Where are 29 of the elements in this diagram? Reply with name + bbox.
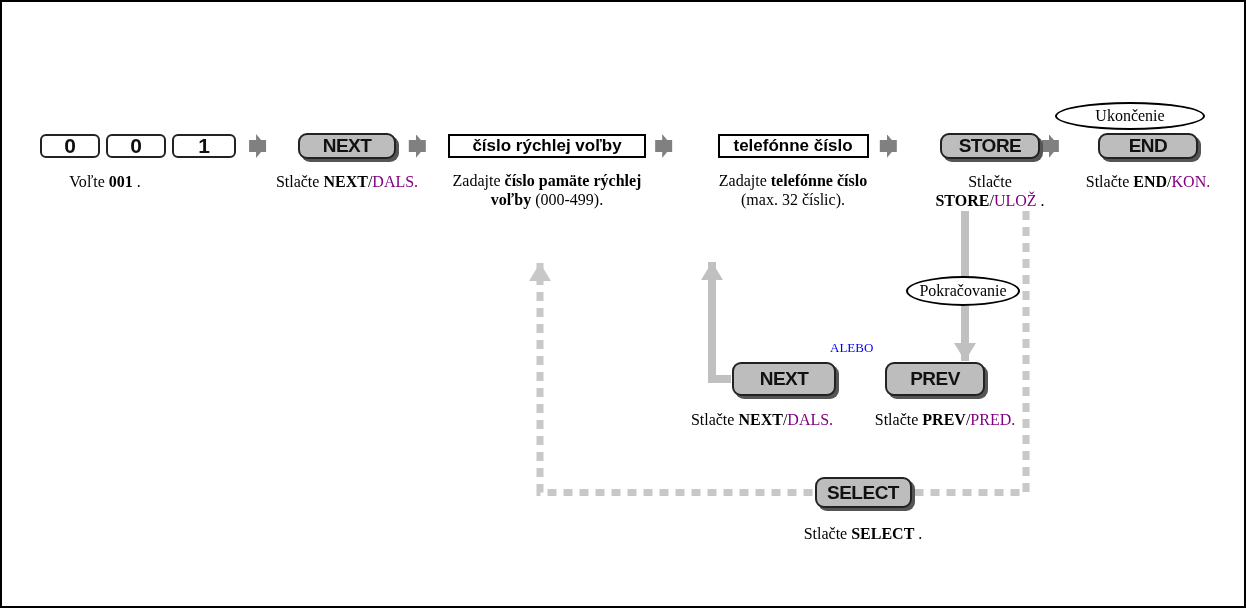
or-note: ALEBO (830, 340, 874, 356)
entry-field-label: číslo rýchlej voľby (448, 134, 646, 158)
chevron-arrow (408, 134, 426, 158)
instruction-text: Stlačte STORE/ULOŽ . (935, 172, 1045, 210)
chevron-arrow (879, 134, 897, 158)
instruction-text: Stlačte PREV/PRED. (873, 410, 1017, 429)
entry-field-label: telefónne číslo (717, 134, 869, 158)
instruction-text: Stlačte NEXT/DALS. (689, 410, 835, 429)
instruction-text: Zadajte číslo pamäte rýchlej voľby (000-499). (451, 171, 643, 209)
chevron-arrow (1041, 134, 1059, 158)
arrow (954, 306, 976, 361)
phone-button: SELECT (814, 477, 912, 508)
phone-button: NEXT (298, 133, 396, 159)
phone-button: PREV (885, 362, 985, 396)
chevron-arrow (249, 134, 267, 158)
oval-text: Pokračovanie (919, 282, 1007, 300)
chevron-arrow (655, 134, 673, 158)
keypad-key: 0 (106, 134, 166, 158)
instruction-text: Zadajte telefónne číslo (max. 32 číslic). (717, 171, 869, 209)
phone-button: NEXT (732, 362, 836, 396)
phone-button: STORE (940, 133, 1040, 159)
keypad-key: 1 (172, 134, 236, 158)
phone-button: END (1098, 133, 1198, 159)
instruction-text: Stlačte NEXT/DALS. (274, 172, 420, 191)
keypad-key: 0 (40, 134, 100, 158)
instruction-text: Stlačte END/KON. (1084, 172, 1212, 191)
instruction-text: Voľte 001 . (68, 172, 142, 191)
instruction-text: Stlačte SELECT . (802, 524, 924, 543)
oval-text: Ukončenie (1095, 107, 1165, 125)
